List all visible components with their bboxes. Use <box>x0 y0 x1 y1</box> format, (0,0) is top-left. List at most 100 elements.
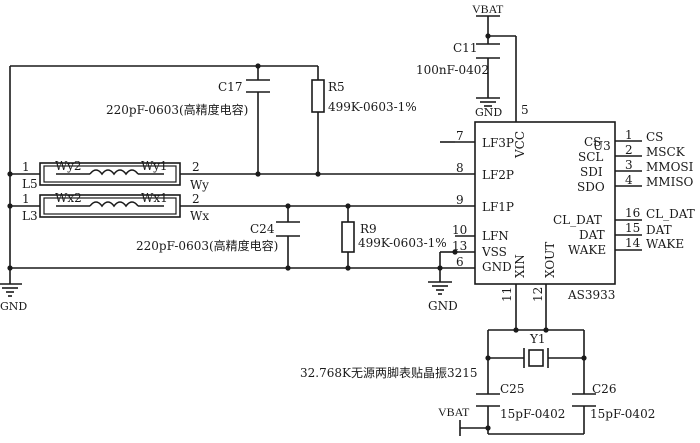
net-label-wake: WAKE <box>646 237 684 251</box>
u3-pin-num: 7 <box>456 129 464 143</box>
junctions <box>7 33 587 431</box>
net-label-dat: DAT <box>646 223 672 237</box>
vbat-top-label: VBAT <box>472 2 504 16</box>
l5-right-label: Wy1 <box>141 159 167 173</box>
u3-ref: U3 <box>593 139 611 153</box>
c24-ref: C24 <box>250 222 275 236</box>
u3-pin-num: 8 <box>456 161 464 175</box>
junction-dot <box>513 327 519 333</box>
u3-pin-num: 12 <box>531 287 545 302</box>
c17-value: 220pF-0603(高精度电容) <box>106 102 248 117</box>
l3-pin2: 2 <box>192 192 200 206</box>
l5-pin2: 2 <box>192 160 200 174</box>
junction-dot <box>315 171 321 177</box>
c25-capacitor: C25 15pF-0402 <box>476 382 565 421</box>
u3-pin-name: SCL <box>578 150 603 164</box>
u3-pin-name: DAT <box>579 228 605 242</box>
r5-resistor: R5 499K-0603-1% <box>311 79 417 114</box>
l5-left-label: Wy2 <box>55 159 81 173</box>
c24-value: 220pF-0603(高精度电容) <box>136 238 278 253</box>
c11-ref: C11 <box>453 41 477 55</box>
c24-capacitor: C24 220pF-0603(高精度电容) <box>136 221 300 253</box>
u3-pin-name: SDI <box>580 165 603 179</box>
junction-dot <box>285 265 291 271</box>
junction-dot <box>255 171 261 177</box>
u3-pin-name: VSS <box>481 245 507 259</box>
l5-ref: L5 <box>22 177 38 191</box>
u3-pin-name: LF2P <box>482 168 514 182</box>
l5-pin1: 1 <box>22 160 30 174</box>
c25-value: 15pF-0402 <box>500 407 565 421</box>
u3-pin-name: CL_DAT <box>553 213 602 227</box>
l3-pin1: 1 <box>22 192 30 206</box>
left-gnd-label: GND <box>0 300 27 313</box>
u3-pin-num: 14 <box>625 236 641 250</box>
u3-ic: U3 AS3933 7 LF3P 8 LF2P 9 LF1P 10 LFN 13… <box>452 103 695 302</box>
y1-value: 32.768K无源两脚表贴晶振3215 <box>300 365 478 380</box>
junction-dot <box>7 265 13 271</box>
left-ground-symbol: GND <box>0 283 27 313</box>
c11-value: 100nF-0402 <box>416 63 489 77</box>
u3-pin-name: GND <box>482 260 512 274</box>
l3-ref: L3 <box>22 209 38 223</box>
r5-value: 499K-0603-1% <box>328 100 417 114</box>
c11-capacitor: C11 100nF-0402 <box>416 41 500 77</box>
u3-pin-num: 6 <box>456 255 464 269</box>
r9-ref: R9 <box>360 222 377 236</box>
u3-pin-num: 16 <box>625 206 640 220</box>
u3-pin-num: 1 <box>625 128 633 142</box>
junction-dot <box>255 63 261 69</box>
u3-pin-name: LF3P <box>482 136 514 150</box>
u3-pin-num: 9 <box>456 193 464 207</box>
u3-pin-name: XOUT <box>543 242 557 278</box>
vbat-top-symbol: VBAT <box>472 2 504 17</box>
u3-pin-name: VCC <box>513 131 527 159</box>
u3-pin-num: 2 <box>625 143 633 157</box>
c11-gnd-label: GND <box>475 106 502 119</box>
r9-value: 499K-0603-1% <box>358 236 447 250</box>
u3-pin-num: 15 <box>625 221 640 235</box>
c26-ref: C26 <box>592 382 616 396</box>
l5-antenna-coil: 1 2 L5 Wy2 Wy1 Wy <box>22 159 209 192</box>
c26-value: 15pF-0402 <box>590 407 655 421</box>
u3-pin-num: 5 <box>521 103 529 117</box>
net-label-mmosi: MMOSI <box>646 160 694 174</box>
u3-pin-num: 3 <box>625 158 633 172</box>
u3-pin-num: 13 <box>452 239 467 253</box>
net-label-cs: CS <box>646 130 663 144</box>
junction-dot <box>345 265 351 271</box>
u3-part: AS3933 <box>567 288 615 302</box>
r5-ref: R5 <box>328 80 345 94</box>
c17-capacitor: C17 220pF-0603(高精度电容) <box>106 79 270 117</box>
u3-pin-name: XIN <box>513 254 527 278</box>
chip-ground-symbol: GND <box>428 281 458 313</box>
junction-dot <box>437 265 443 271</box>
junction-dot <box>485 425 491 431</box>
junction-dot <box>543 327 549 333</box>
r9-resistor: R9 499K-0603-1% <box>341 221 447 253</box>
chip-gnd-label: GND <box>428 299 458 313</box>
junction-dot <box>485 355 491 361</box>
net-label-cl-dat: CL_DAT <box>646 207 695 221</box>
u3-pin-name: LFN <box>482 229 509 243</box>
net-label-msck: MSCK <box>646 145 686 159</box>
l3-right-label: Wx1 <box>141 191 168 205</box>
vbat-bottom-symbol: VBAT <box>438 405 470 436</box>
u3-pin-num: 10 <box>452 223 467 237</box>
junction-dot <box>452 249 458 255</box>
c17-ref: C17 <box>218 80 242 94</box>
junction-dot <box>7 171 13 177</box>
junction-dot <box>7 203 13 209</box>
c25-ref: C25 <box>500 382 524 396</box>
junction-dot <box>485 33 491 39</box>
l3-antenna-coil: 1 2 L3 Wx2 Wx1 Wx <box>22 191 209 223</box>
l5-net-label: Wy <box>190 178 209 192</box>
l3-left-label: Wx2 <box>55 191 82 205</box>
u3-pin-num: 4 <box>625 173 633 187</box>
u3-pin-name: CS <box>584 135 601 149</box>
junction-dot <box>285 203 291 209</box>
y1-crystal: Y1 32.768K无源两脚表贴晶振3215 <box>300 332 549 380</box>
u3-pin-name: LF1P <box>482 200 514 214</box>
net-label-mmiso: MMISO <box>646 175 694 189</box>
u3-pin-num: 11 <box>500 287 514 302</box>
